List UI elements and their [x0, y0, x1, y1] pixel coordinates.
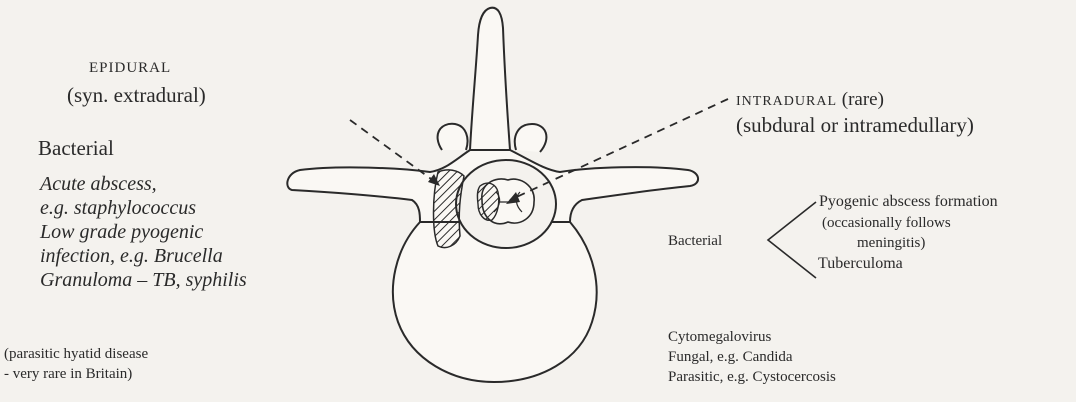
list-item: Cytomegalovirus: [668, 327, 836, 347]
bacterial-left-heading: Bacterial: [38, 136, 114, 160]
list-item: Acute abscess,: [40, 172, 247, 196]
other-causes-list: Cytomegalovirus Fungal, e.g. Candida Par…: [668, 327, 836, 387]
pyogenic-abscess-label: Pyogenic abscess formation: [819, 193, 998, 211]
intradural-title-caps: INTRADURAL: [736, 94, 837, 109]
bacterial-branch-bracket: [768, 202, 816, 278]
list-item: Granuloma – TB, syphilis: [40, 268, 247, 292]
epidural-title: EPIDURAL: [89, 60, 171, 77]
spinous-process: [470, 8, 510, 150]
pyogenic-note-line-1: (occasionally follows: [822, 215, 951, 232]
epidural-lesion: [434, 170, 465, 248]
intradural-subtitle: (subdural or intramedullary): [736, 113, 974, 137]
articular-process-right: [515, 124, 547, 152]
note-line: (parasitic hyatid disease: [4, 344, 148, 364]
list-item: infection, e.g. Brucella: [40, 244, 247, 268]
list-item: Fungal, e.g. Candida: [668, 347, 836, 367]
articular-process-left: [438, 124, 468, 150]
intradural-lesion: [477, 183, 498, 220]
pyogenic-note-line-2: meningitis): [857, 235, 925, 252]
list-item: Parasitic, e.g. Cystocercosis: [668, 367, 836, 387]
note-line: - very rare in Britain): [4, 364, 148, 384]
parasitic-note: (parasitic hyatid disease - very rare in…: [4, 344, 148, 384]
bacterial-right-heading: Bacterial: [668, 233, 722, 250]
tuberculoma-label: Tuberculoma: [818, 255, 903, 273]
bacterial-left-list: Acute abscess, e.g. staphylococcus Low g…: [40, 172, 247, 292]
intradural-title: INTRADURAL (rare): [736, 89, 884, 111]
epidural-synonym: (syn. extradural): [67, 83, 206, 107]
list-item: Low grade pyogenic: [40, 220, 247, 244]
list-item: e.g. staphylococcus: [40, 196, 247, 220]
intradural-qualifier: (rare): [837, 89, 884, 110]
